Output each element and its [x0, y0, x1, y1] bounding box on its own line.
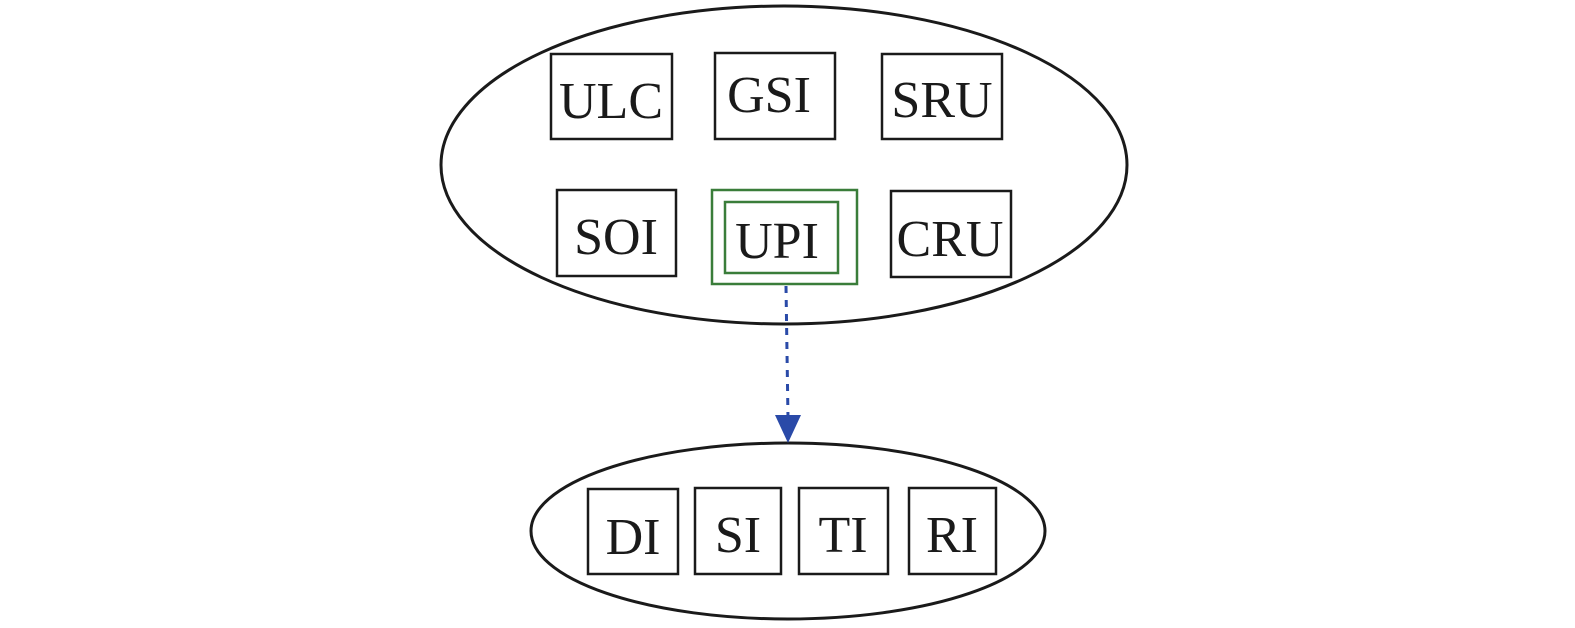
node-label: SRU	[891, 72, 992, 129]
node-box	[555, 188, 678, 278]
node-label: SOI	[574, 209, 658, 266]
node-box	[549, 52, 674, 141]
node-di: DI	[586, 487, 680, 576]
node-label: RI	[926, 507, 978, 564]
node-label: SI	[715, 507, 761, 564]
node-soi: SOI	[555, 188, 678, 278]
node-box	[889, 189, 1013, 279]
node-ti: TI	[797, 486, 890, 576]
node-box	[880, 52, 1004, 141]
node-box	[693, 486, 783, 576]
dashed-arrow-line	[784, 285, 790, 419]
node-label: CRU	[897, 211, 1004, 268]
node-label: ULC	[559, 73, 663, 130]
node-ri: RI	[907, 486, 998, 576]
node-upi: UPI	[710, 188, 859, 286]
node-label: GSI	[727, 67, 811, 124]
node-si: SI	[693, 486, 783, 576]
node-gsi: GSI	[713, 51, 837, 141]
top-group-ellipse	[439, 4, 1129, 326]
node-box	[713, 51, 837, 141]
node-sru: SRU	[880, 52, 1004, 141]
node-box-inner	[723, 200, 840, 275]
node-cru: CRU	[889, 189, 1013, 279]
node-label: DI	[606, 509, 661, 566]
node-ulc: ULC	[549, 52, 674, 141]
node-label: UPI	[735, 213, 819, 270]
node-box	[586, 487, 680, 576]
node-box	[797, 486, 890, 576]
node-label: TI	[818, 507, 867, 564]
node-box	[907, 486, 998, 576]
node-box-outer	[710, 188, 859, 286]
arrow-head-icon	[775, 415, 801, 443]
